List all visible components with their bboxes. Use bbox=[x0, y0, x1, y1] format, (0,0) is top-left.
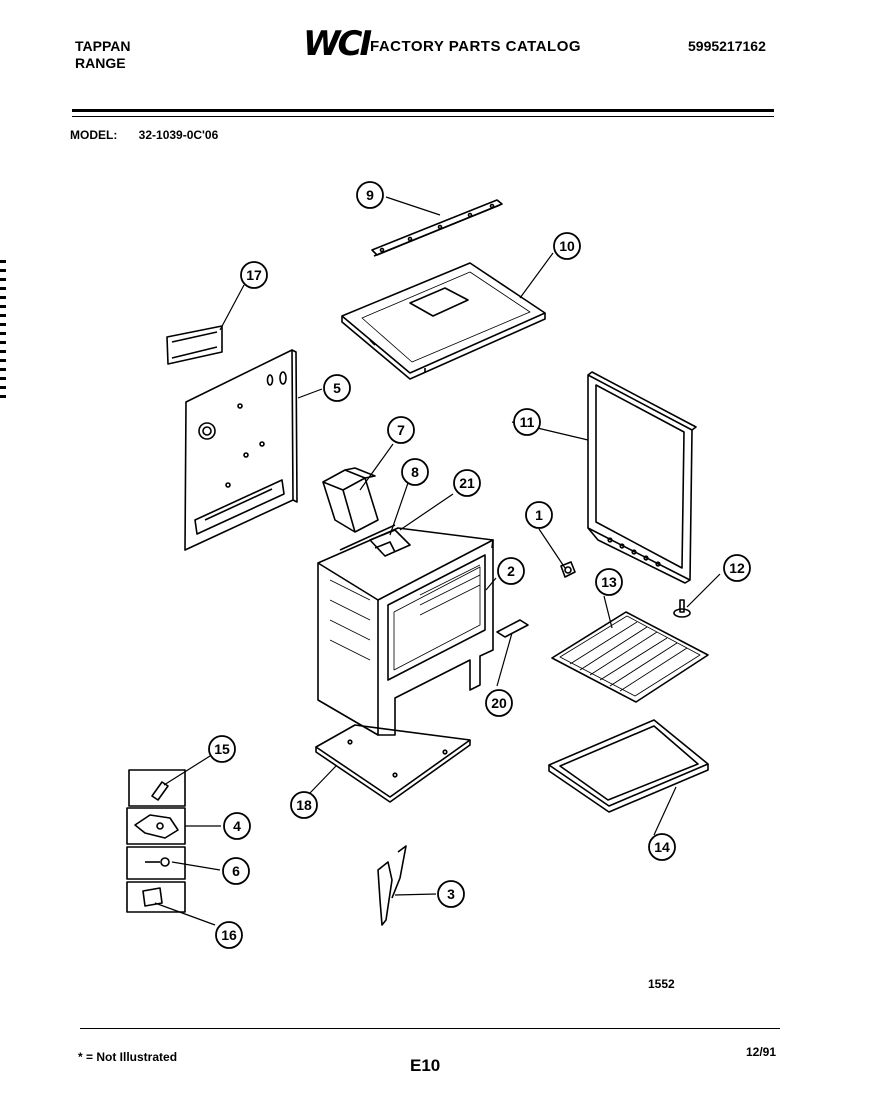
callout-3: 3 bbox=[437, 880, 465, 908]
callout-10-label: 10 bbox=[559, 238, 575, 254]
callout-8-label: 8 bbox=[411, 464, 419, 480]
brand-name: TAPPAN bbox=[75, 38, 131, 54]
figure-number: 1552 bbox=[648, 977, 675, 991]
callout-6-label: 6 bbox=[232, 863, 240, 879]
part-14-broiler-pan bbox=[548, 719, 709, 813]
callout-6-circle bbox=[222, 857, 250, 885]
product-type: RANGE bbox=[75, 55, 126, 71]
callout-9: 9 bbox=[356, 181, 384, 209]
callout-11-label: 11 bbox=[520, 414, 535, 430]
callout-4-label: 4 bbox=[233, 818, 241, 834]
callout-12: 12 bbox=[723, 554, 751, 582]
revision-date: 12/91 bbox=[746, 1045, 777, 1059]
part-12-leveling-leg bbox=[673, 599, 691, 618]
callout-18-label: 18 bbox=[296, 797, 312, 813]
callout-14: 14 bbox=[648, 833, 676, 861]
callout-20-label: 20 bbox=[491, 695, 507, 711]
callout-4: 4 bbox=[223, 812, 251, 840]
callout-15-circle bbox=[208, 735, 236, 763]
header-rule-thick bbox=[72, 109, 774, 112]
model-row: MODEL: 32-1039-0C'06 bbox=[70, 128, 218, 142]
callout-13-label: 13 bbox=[601, 574, 617, 590]
callout-5: 5 bbox=[323, 374, 351, 402]
part-6-screw-box bbox=[126, 846, 186, 880]
callout-16: 16 bbox=[215, 921, 243, 949]
callout-16-label: 16 bbox=[221, 927, 237, 943]
callout-20-circle bbox=[485, 689, 513, 717]
part-11-door-frame bbox=[587, 371, 697, 584]
model-label: MODEL: bbox=[70, 128, 118, 142]
callout-5-label: 5 bbox=[333, 380, 341, 396]
callout-5-circle bbox=[323, 374, 351, 402]
callout-7-label: 7 bbox=[397, 422, 405, 438]
callout-11: 11 bbox=[513, 408, 541, 436]
page-code: E10 bbox=[410, 1056, 441, 1075]
header-rule-thin bbox=[72, 116, 774, 117]
part-17-plate bbox=[166, 325, 223, 365]
part-3-spring bbox=[377, 845, 407, 926]
footer-rule bbox=[80, 1028, 780, 1029]
callout-13: 13 bbox=[595, 568, 623, 596]
part-2-oven-body bbox=[317, 524, 494, 736]
callout-3-label: 3 bbox=[447, 886, 455, 902]
callout-18: 18 bbox=[290, 791, 318, 819]
part-16-bracket-box bbox=[126, 881, 186, 913]
wci-logo: WCI bbox=[303, 24, 372, 64]
callout-2-circle bbox=[497, 557, 525, 585]
callout-9-circle bbox=[356, 181, 384, 209]
part-15-clip-box bbox=[128, 769, 186, 807]
callout-12-circle bbox=[723, 554, 751, 582]
callout-2: 2 bbox=[497, 557, 525, 585]
part-1-knob bbox=[560, 561, 576, 578]
part-5-back-panel bbox=[184, 349, 298, 551]
part-18-bottom-panel bbox=[315, 724, 471, 803]
callout-17-label: 17 bbox=[246, 267, 262, 283]
leader-lines bbox=[154, 196, 721, 926]
part-7-vent-duct bbox=[322, 467, 379, 533]
brand-block: TAPPAN RANGE bbox=[75, 38, 130, 72]
callout-21-circle bbox=[453, 469, 481, 497]
scan-edge-marks bbox=[0, 260, 6, 400]
callout-15-label: 15 bbox=[214, 741, 230, 757]
callout-7-circle bbox=[387, 416, 415, 444]
callout-7: 7 bbox=[387, 416, 415, 444]
callout-21: 21 bbox=[453, 469, 481, 497]
catalog-number: 5995217162 bbox=[688, 38, 766, 54]
callout-18-circle bbox=[290, 791, 318, 819]
callout-10: 10 bbox=[553, 232, 581, 260]
model-number: 32-1039-0C'06 bbox=[138, 128, 219, 142]
footnote: * = Not Illustrated bbox=[78, 1050, 178, 1064]
callout-16-circle bbox=[215, 921, 243, 949]
callout-8-circle bbox=[401, 458, 429, 486]
part-13-oven-rack bbox=[551, 611, 709, 703]
callout-20: 20 bbox=[485, 689, 513, 717]
callout-14-label: 14 bbox=[654, 839, 670, 855]
callout-2-label: 2 bbox=[507, 563, 515, 579]
callout-15: 15 bbox=[208, 735, 236, 763]
callout-8: 8 bbox=[401, 458, 429, 486]
callout-1: 1 bbox=[525, 501, 553, 529]
callout-4-circle bbox=[223, 812, 251, 840]
callout-12-label: 12 bbox=[729, 560, 745, 576]
callout-1-circle bbox=[525, 501, 553, 529]
callout-17-circle bbox=[240, 261, 268, 289]
part-20-rail bbox=[496, 619, 529, 638]
part-10-top-panel bbox=[341, 262, 546, 380]
callout-6: 6 bbox=[222, 857, 250, 885]
callout-21-label: 21 bbox=[459, 475, 475, 491]
callout-11-circle bbox=[513, 408, 541, 436]
callout-13-circle bbox=[595, 568, 623, 596]
part-4-hinge-box bbox=[126, 807, 186, 845]
callout-10-circle bbox=[553, 232, 581, 260]
callout-17: 17 bbox=[240, 261, 268, 289]
callout-3-circle bbox=[437, 880, 465, 908]
callout-9-label: 9 bbox=[366, 187, 374, 203]
catalog-title: FACTORY PARTS CATALOG bbox=[370, 38, 582, 55]
callout-1-label: 1 bbox=[535, 507, 543, 523]
part-9-trim-bar bbox=[371, 199, 503, 257]
callout-14-circle bbox=[648, 833, 676, 861]
